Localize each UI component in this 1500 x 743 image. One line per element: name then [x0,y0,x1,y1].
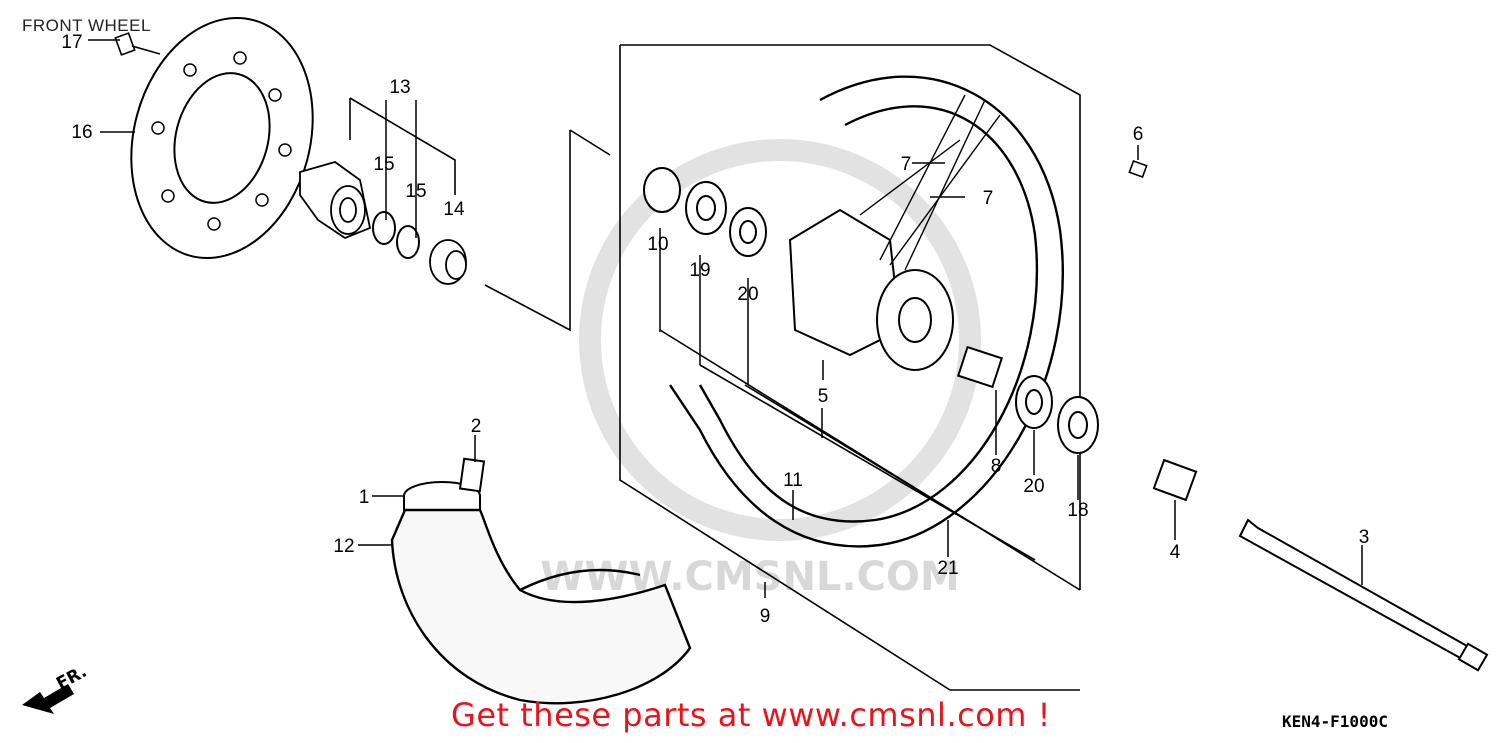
callout-2: 2 [471,416,482,437]
front-direction-arrow [22,684,74,714]
exploded-frame [349,44,1081,691]
callout-3: 3 [1359,527,1370,548]
hub-bearings-left [643,167,767,257]
diagram-code: KEN4-F1000C [1282,712,1388,731]
callout-10: 10 [647,234,668,255]
hub-bearings-right [956,345,1099,454]
callout-19: 19 [689,260,710,281]
leader-lines [88,39,1363,598]
callout-4: 4 [1170,542,1181,563]
callout-5: 5 [818,386,829,407]
callouts: 17 16 13 15 15 14 10 19 20 7 7 6 5 8 20 … [61,32,1369,627]
brake-disc [130,16,314,260]
promo-banner[interactable]: Get these parts at www.cmsnl.com ! [451,696,1051,734]
diagram-title: FRONT WHEEL [22,16,151,35]
callout-9: 9 [760,606,771,627]
callout-21: 21 [937,558,958,579]
wheel-hub [788,208,954,371]
callout-15b: 15 [405,181,426,202]
callout-17: 17 [61,32,82,53]
callout-6: 6 [1133,124,1144,145]
front-axle [1238,518,1489,672]
callout-20a: 20 [737,284,758,305]
callout-1: 1 [359,487,370,508]
disc-bolt [114,32,161,56]
watermark-text: WWW.CMSNL.COM [540,554,960,600]
washers [372,211,420,259]
callout-15a: 15 [373,154,394,175]
valve-cap [1128,159,1148,179]
watermark: WWW.CMSNL.COM [540,139,981,600]
tire [390,508,692,705]
callout-7b: 7 [983,188,994,209]
side-collar [1152,458,1198,502]
callout-7a: 7 [901,154,912,175]
gearbox-retainer [429,239,467,285]
callout-12: 12 [333,536,354,557]
callout-18: 18 [1067,500,1088,521]
callout-14: 14 [443,199,465,220]
spokes [859,94,1001,271]
callout-20b: 20 [1023,476,1044,497]
callout-16: 16 [71,122,92,143]
speedometer-gearbox [299,161,372,240]
callout-8: 8 [991,456,1002,477]
rim-band [458,457,486,493]
callout-13: 13 [389,77,410,98]
callout-11: 11 [783,470,803,491]
